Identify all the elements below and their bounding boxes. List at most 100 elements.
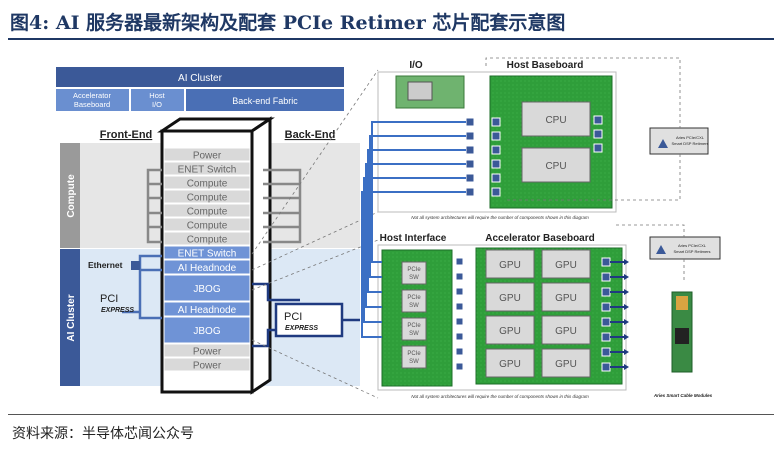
compute-frontend-links [146, 168, 162, 244]
gpu [485, 348, 535, 378]
pcie-switch [401, 261, 427, 285]
host-board-pcb [489, 75, 613, 209]
host-io-cell [131, 89, 184, 111]
rack-row-label: ENET Switch [178, 249, 237, 260]
aries-logo-icon [656, 245, 666, 254]
svg-text:Baseboard: Baseboard [74, 100, 110, 109]
rack-row [163, 343, 251, 358]
left-cluster-diagram: AI Cluster Accelerator Baseboard Host I/… [56, 67, 360, 395]
rack-row [163, 189, 251, 204]
pcie-switch [401, 317, 427, 341]
rack-row [163, 217, 251, 232]
gpu-label: GPU [555, 359, 577, 370]
port [593, 143, 603, 153]
svg-text:I/O: I/O [152, 100, 162, 109]
port [601, 302, 611, 312]
svg-text:AI Cluster: AI Cluster [66, 294, 77, 341]
aries-logo-icon [658, 139, 668, 148]
svg-text:Accelerator Baseboard: Accelerator Baseboard [485, 233, 595, 244]
rack-row [163, 161, 251, 176]
gpu-label: GPU [555, 293, 577, 304]
pcie-switch [401, 345, 427, 369]
back-end-label: Back-End [285, 129, 336, 141]
rack-row-label: JBOG [193, 284, 220, 295]
port [455, 362, 464, 371]
svg-text:CPU: CPU [545, 161, 566, 172]
aries-retimer-2 [649, 236, 721, 260]
svg-text:PCIe: PCIe [407, 351, 421, 357]
accel-baseboard-cell [56, 89, 129, 111]
svg-text:Aries PCIe/CXL: Aries PCIe/CXL [678, 243, 707, 248]
port [465, 173, 475, 183]
gpu-label: GPU [555, 260, 577, 271]
gpu-label: GPU [499, 326, 521, 337]
svg-text:SW: SW [409, 275, 419, 281]
gpu [541, 249, 591, 279]
svg-text:Host Baseboard: Host Baseboard [507, 60, 584, 71]
rack-row [163, 301, 251, 317]
figure-title: 图4: AI 服务器最新架构及配套 PCIe Retimer 芯片配套示意图 [10, 12, 566, 34]
source-note: 资料来源：半导体芯闻公众号 [12, 426, 194, 442]
port [601, 257, 611, 267]
rack-row [163, 175, 251, 190]
port [491, 187, 501, 197]
source-rule [8, 414, 774, 415]
host-baseboard-ports [465, 115, 603, 197]
port [455, 287, 464, 296]
rack-row [163, 203, 251, 218]
port [455, 272, 464, 281]
svg-text:Host Interface: Host Interface [380, 233, 447, 244]
svg-text:SW: SW [409, 331, 419, 337]
port [601, 287, 611, 297]
gpu-label: GPU [499, 293, 521, 304]
ai-cluster-header-label: AI Cluster [178, 73, 223, 84]
gpu-label: GPU [555, 326, 577, 337]
title-rule [8, 38, 774, 40]
port [455, 332, 464, 341]
rack-row-label: AI Headnode [178, 263, 237, 274]
rack-row-label: AI Headnode [178, 305, 237, 316]
ai-frontend-links [138, 254, 162, 320]
rack-row-label: Power [193, 361, 222, 372]
svg-text:Accelerator: Accelerator [73, 91, 111, 100]
backend-fabric-cell [186, 89, 344, 111]
svg-text:Not all system architectures w: Not all system architectures will requir… [411, 215, 589, 220]
gpu [541, 282, 591, 312]
port [491, 145, 501, 155]
pci-express-box [274, 302, 344, 338]
svg-text:SW: SW [409, 303, 419, 309]
gpu [541, 348, 591, 378]
ethernet-label: Ethernet [88, 260, 123, 270]
gpu [485, 249, 535, 279]
rack-row-label: Compute [187, 235, 228, 246]
rack-row-label: Compute [187, 179, 228, 190]
port [491, 173, 501, 183]
io-chip [407, 81, 433, 101]
rack-row [163, 316, 251, 344]
port [455, 347, 464, 356]
accel-baseboard-ports [455, 257, 629, 372]
rack-row-label: Power [193, 347, 222, 358]
gpu-label: GPU [499, 359, 521, 370]
port [601, 362, 611, 372]
gpu [485, 315, 535, 345]
port [601, 272, 611, 282]
pci-express-logo-right: PCI [284, 311, 302, 323]
rack-row [163, 245, 251, 260]
port [593, 115, 603, 125]
port [455, 317, 464, 326]
svg-text:EXPRESS: EXPRESS [285, 325, 318, 332]
svg-text:Aries Smart Cable Modules: Aries Smart Cable Modules [653, 393, 713, 398]
ai-cluster-header-bar [56, 67, 344, 87]
port [465, 117, 475, 127]
rack-row-label: Compute [187, 193, 228, 204]
svg-text:SW: SW [409, 359, 419, 365]
rack-row [163, 274, 251, 302]
svg-text:Back-end Fabric: Back-end Fabric [232, 96, 298, 106]
svg-text:PCIe: PCIe [407, 295, 421, 301]
svg-text:Host: Host [149, 91, 165, 100]
port [455, 257, 464, 266]
